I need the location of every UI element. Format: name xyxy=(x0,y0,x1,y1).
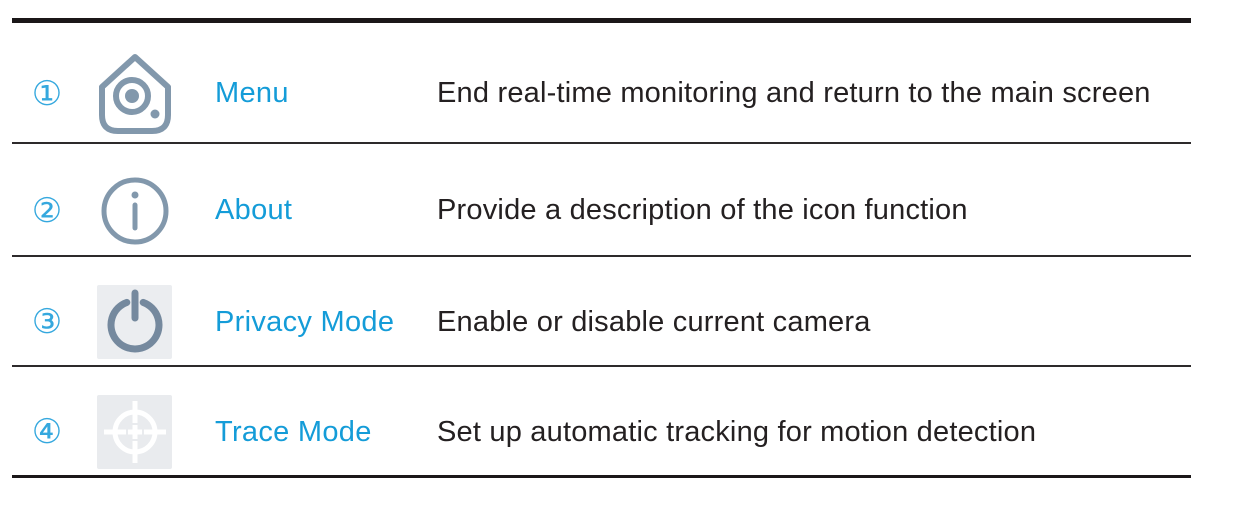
row-label-cell: Menu xyxy=(187,77,437,110)
row-description: End real-time monitoring and return to t… xyxy=(437,77,1151,109)
row-label: Menu xyxy=(215,77,289,109)
table-row: ② About Provide a description of the ico… xyxy=(12,144,1191,257)
row-label: About xyxy=(215,194,293,226)
row-number-cell: ③ xyxy=(12,305,82,339)
row-icon-cell xyxy=(82,395,187,469)
row-label: Trace Mode xyxy=(215,415,372,448)
row-description: Set up automatic tracking for motion det… xyxy=(437,415,1037,448)
row-description-cell: Set up automatic tracking for motion det… xyxy=(437,416,1191,449)
circled-number: ④ xyxy=(31,412,63,452)
row-label-cell: About xyxy=(187,194,437,227)
row-description-cell: End real-time monitoring and return to t… xyxy=(437,77,1191,110)
table-row: ④ Trace Mode Set up aut xyxy=(12,367,1191,475)
row-number-cell: ② xyxy=(12,194,82,228)
row-label: Privacy Mode xyxy=(215,305,395,338)
table-row: ③ Privacy Mode Enable or disable current… xyxy=(12,257,1191,367)
circled-number: ② xyxy=(31,190,63,231)
row-icon-cell xyxy=(82,285,187,359)
row-description: Provide a description of the icon functi… xyxy=(437,194,968,226)
row-icon-cell xyxy=(82,52,187,136)
row-icon-cell xyxy=(82,176,187,246)
row-description-cell: Enable or disable current camera xyxy=(437,306,1191,339)
row-label-cell: Trace Mode xyxy=(187,416,437,449)
row-description: Enable or disable current camera xyxy=(437,305,871,338)
table-row: ① Menu End real-time monitoring and retu… xyxy=(12,23,1191,144)
circled-number: ① xyxy=(31,73,63,114)
info-icon xyxy=(100,176,170,246)
icon-legend-table: ① Menu End real-time monitoring and retu… xyxy=(12,18,1191,478)
home-camera-icon xyxy=(97,52,173,136)
row-label-cell: Privacy Mode xyxy=(187,306,437,339)
crosshair-icon xyxy=(97,395,172,469)
row-number-cell: ① xyxy=(12,77,82,111)
row-description-cell: Provide a description of the icon functi… xyxy=(437,194,1191,227)
circled-number: ③ xyxy=(31,302,63,342)
power-icon xyxy=(97,285,172,359)
row-number-cell: ④ xyxy=(12,415,82,449)
